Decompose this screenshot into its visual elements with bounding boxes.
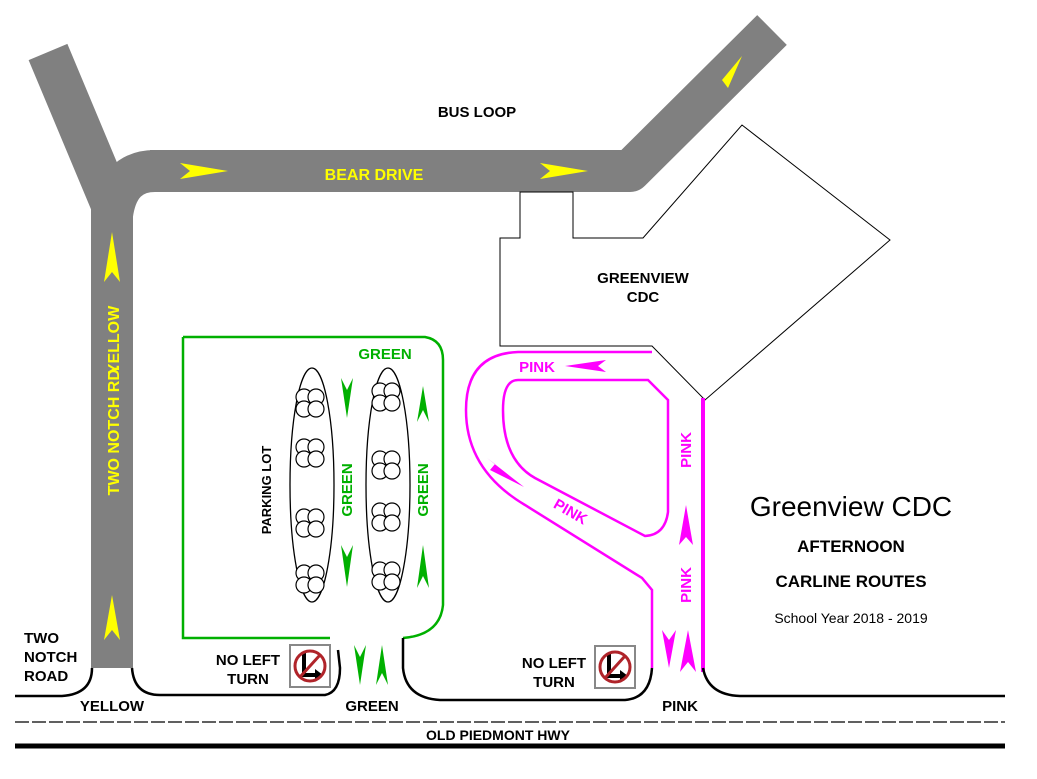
arrow-up-icon [104, 595, 120, 640]
pink-arrows [487, 360, 696, 672]
two-notch-road [28, 43, 133, 668]
arrow-down-icon [341, 545, 353, 587]
yellow-entrance-label: YELLOW [80, 698, 145, 715]
green-lot-label: GREEN [358, 346, 411, 363]
map-title: Greenview CDC [750, 491, 952, 522]
arrow-right-icon [540, 163, 588, 179]
arrow-up-icon [680, 630, 696, 672]
yellow-arrows [104, 56, 742, 640]
curb-lines [15, 638, 1005, 702]
arrow-down-right-icon [487, 458, 524, 487]
two-notch-road-label-1: TWO [24, 630, 59, 647]
tree-icons [295, 382, 401, 594]
subtitle-afternoon: AFTERNOON [797, 537, 905, 556]
green-entrance-label: GREEN [345, 698, 398, 715]
pink-route-label: PINK [678, 432, 695, 468]
subtitle-carline-routes: CARLINE ROUTES [775, 572, 926, 591]
no-left-turn-text-2: TURN [533, 674, 575, 691]
arrow-right-icon [180, 163, 228, 179]
green-arrows [341, 378, 429, 685]
arrow-down-icon [662, 630, 676, 668]
bus-loop-label: BUS LOOP [438, 104, 516, 121]
no-left-turn-text-2: TURN [227, 671, 269, 688]
pink-route-label: PINK [519, 359, 555, 376]
bear-drive-road [150, 15, 787, 192]
arrow-up-icon [376, 645, 388, 685]
building-label-line2: CDC [627, 289, 660, 306]
no-left-turn-text-1: NO LEFT [522, 655, 586, 672]
two-notch-road-label-2: NOTCH [24, 649, 77, 666]
two-notch-rd-label: TWO NOTCH RD. [106, 365, 123, 496]
yellow-route-vertical-label: YELLOW [106, 305, 123, 374]
arrow-up-icon [679, 505, 693, 545]
green-route [181, 335, 445, 640]
no-left-turn-text-1: NO LEFT [216, 652, 280, 669]
arrow-up-icon [417, 386, 429, 422]
arrow-up-icon [417, 545, 429, 588]
old-piedmont-hwy-label: OLD PIEDMONT HWY [426, 727, 571, 743]
building-label-line1: GREENVIEW [597, 270, 690, 287]
green-lane-label: GREEN [339, 463, 356, 516]
arrow-up-right-icon [712, 56, 742, 92]
parking-islands [289, 367, 411, 603]
arrow-down-icon [354, 645, 366, 685]
two-notch-road-label-3: ROAD [24, 668, 68, 685]
parking-lot-label: PARKING LOT [259, 446, 274, 535]
greenview-cdc-building [499, 124, 891, 401]
bear-drive-label: BEAR DRIVE [325, 167, 424, 184]
arrow-up-icon [104, 232, 120, 282]
school-year: School Year 2018 - 2019 [774, 610, 928, 626]
arrow-left-icon [565, 360, 606, 372]
pink-route-label: PINK [678, 567, 695, 603]
road-junction [91, 150, 157, 250]
green-lane-label: GREEN [415, 463, 432, 516]
no-left-turn-sign-icon [594, 645, 636, 689]
pink-entrance-label: PINK [662, 698, 698, 715]
pink-route [464, 350, 705, 672]
arrow-down-icon [341, 378, 353, 418]
no-left-turn-sign-icon [289, 644, 331, 688]
